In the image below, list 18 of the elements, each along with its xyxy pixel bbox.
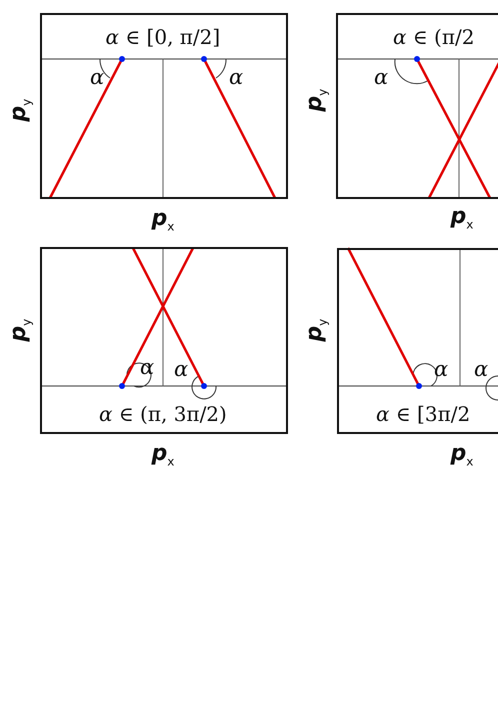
angle-range-text: α ∈ [3π/2 <box>376 404 470 424</box>
angle-symbol: α <box>90 66 104 88</box>
plot-frame <box>336 13 498 199</box>
axis-label: p$_{x}$ <box>450 206 474 230</box>
plot-frame <box>337 248 498 434</box>
angle-symbol: α <box>434 358 448 380</box>
axis-label: p$_{x}$ <box>152 208 174 232</box>
angle-range-text: α ∈ (π, 3π/2) <box>99 404 227 424</box>
plot-frame <box>40 13 288 199</box>
angle-range-text: α ∈ (π/2 <box>393 27 474 47</box>
angle-symbol: α <box>374 66 388 88</box>
axis-label: p$_{x}$ <box>450 443 474 468</box>
angle-range-text: α ∈ [0, π/2] <box>106 27 220 47</box>
angle-symbol: α <box>474 358 488 380</box>
plot-frame <box>40 247 288 434</box>
angle-symbol: α <box>229 66 244 88</box>
axis-label: p$_{x}$ <box>152 443 174 468</box>
angle-symbol: α <box>174 358 188 380</box>
